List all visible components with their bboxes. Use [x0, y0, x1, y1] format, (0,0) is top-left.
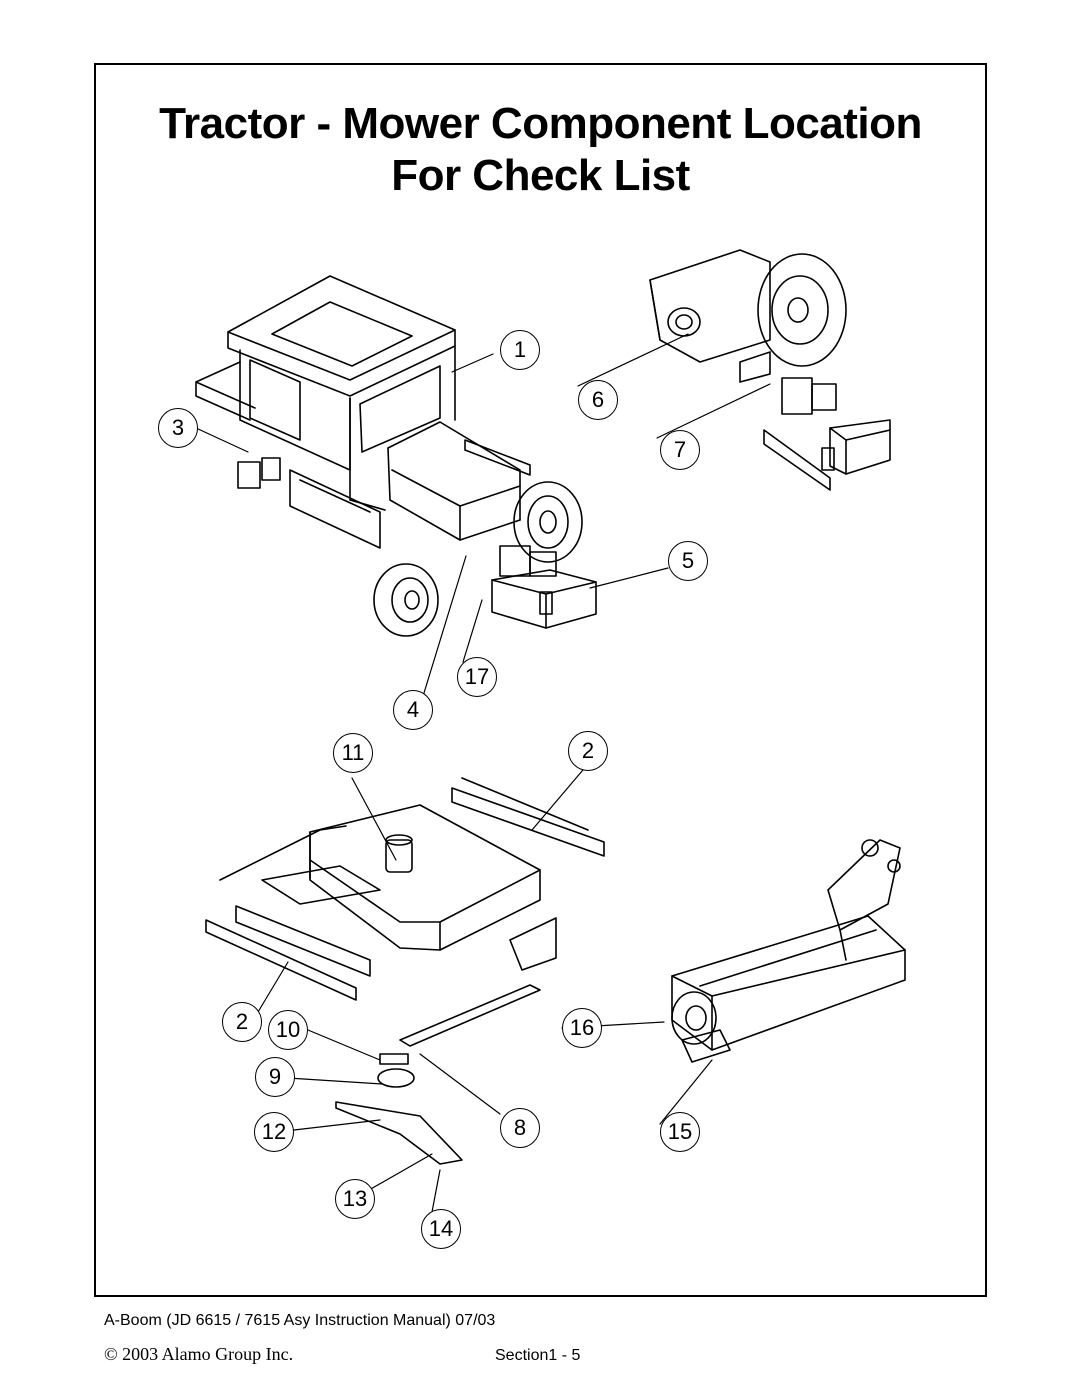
- leader-lines: [195, 333, 771, 1213]
- callout-2a: 2: [568, 731, 608, 771]
- callout-15: 15: [660, 1112, 700, 1152]
- callout-4: 4: [393, 690, 433, 730]
- callout-16: 16: [562, 1008, 602, 1048]
- callout-3: 3: [158, 408, 198, 448]
- callout-9: 9: [255, 1057, 295, 1097]
- callout-2b: 2: [222, 1002, 262, 1042]
- callout-7: 7: [660, 430, 700, 470]
- rear-pump-detail: [649, 249, 891, 491]
- callout-17: 17: [457, 657, 497, 697]
- rotary-mower-illustration: [205, 777, 605, 1165]
- callout-12: 12: [254, 1112, 294, 1152]
- callout-10: 10: [268, 1010, 308, 1050]
- callout-11: 11: [333, 733, 373, 773]
- page-border: [94, 63, 987, 1297]
- tractor-illustration: [195, 275, 597, 637]
- callout-13: 13: [335, 1179, 375, 1219]
- page-title-line1: Tractor - Mower Component Location: [159, 99, 922, 148]
- manual-footer: A-Boom (JD 6615 / 7615 Asy Instruction M…: [104, 1312, 496, 1329]
- section-footer: Section1 - 5: [495, 1347, 581, 1364]
- callout-5: 5: [668, 541, 708, 581]
- callout-8: 8: [500, 1108, 540, 1148]
- flail-mower-illustration: [671, 839, 906, 1063]
- callout-14: 14: [421, 1209, 461, 1249]
- copyright-footer: © 2003 Alamo Group Inc.: [104, 1344, 294, 1364]
- callout-1: 1: [500, 330, 540, 370]
- callout-6: 6: [578, 380, 618, 420]
- page-title-line2: For Check List: [391, 151, 690, 200]
